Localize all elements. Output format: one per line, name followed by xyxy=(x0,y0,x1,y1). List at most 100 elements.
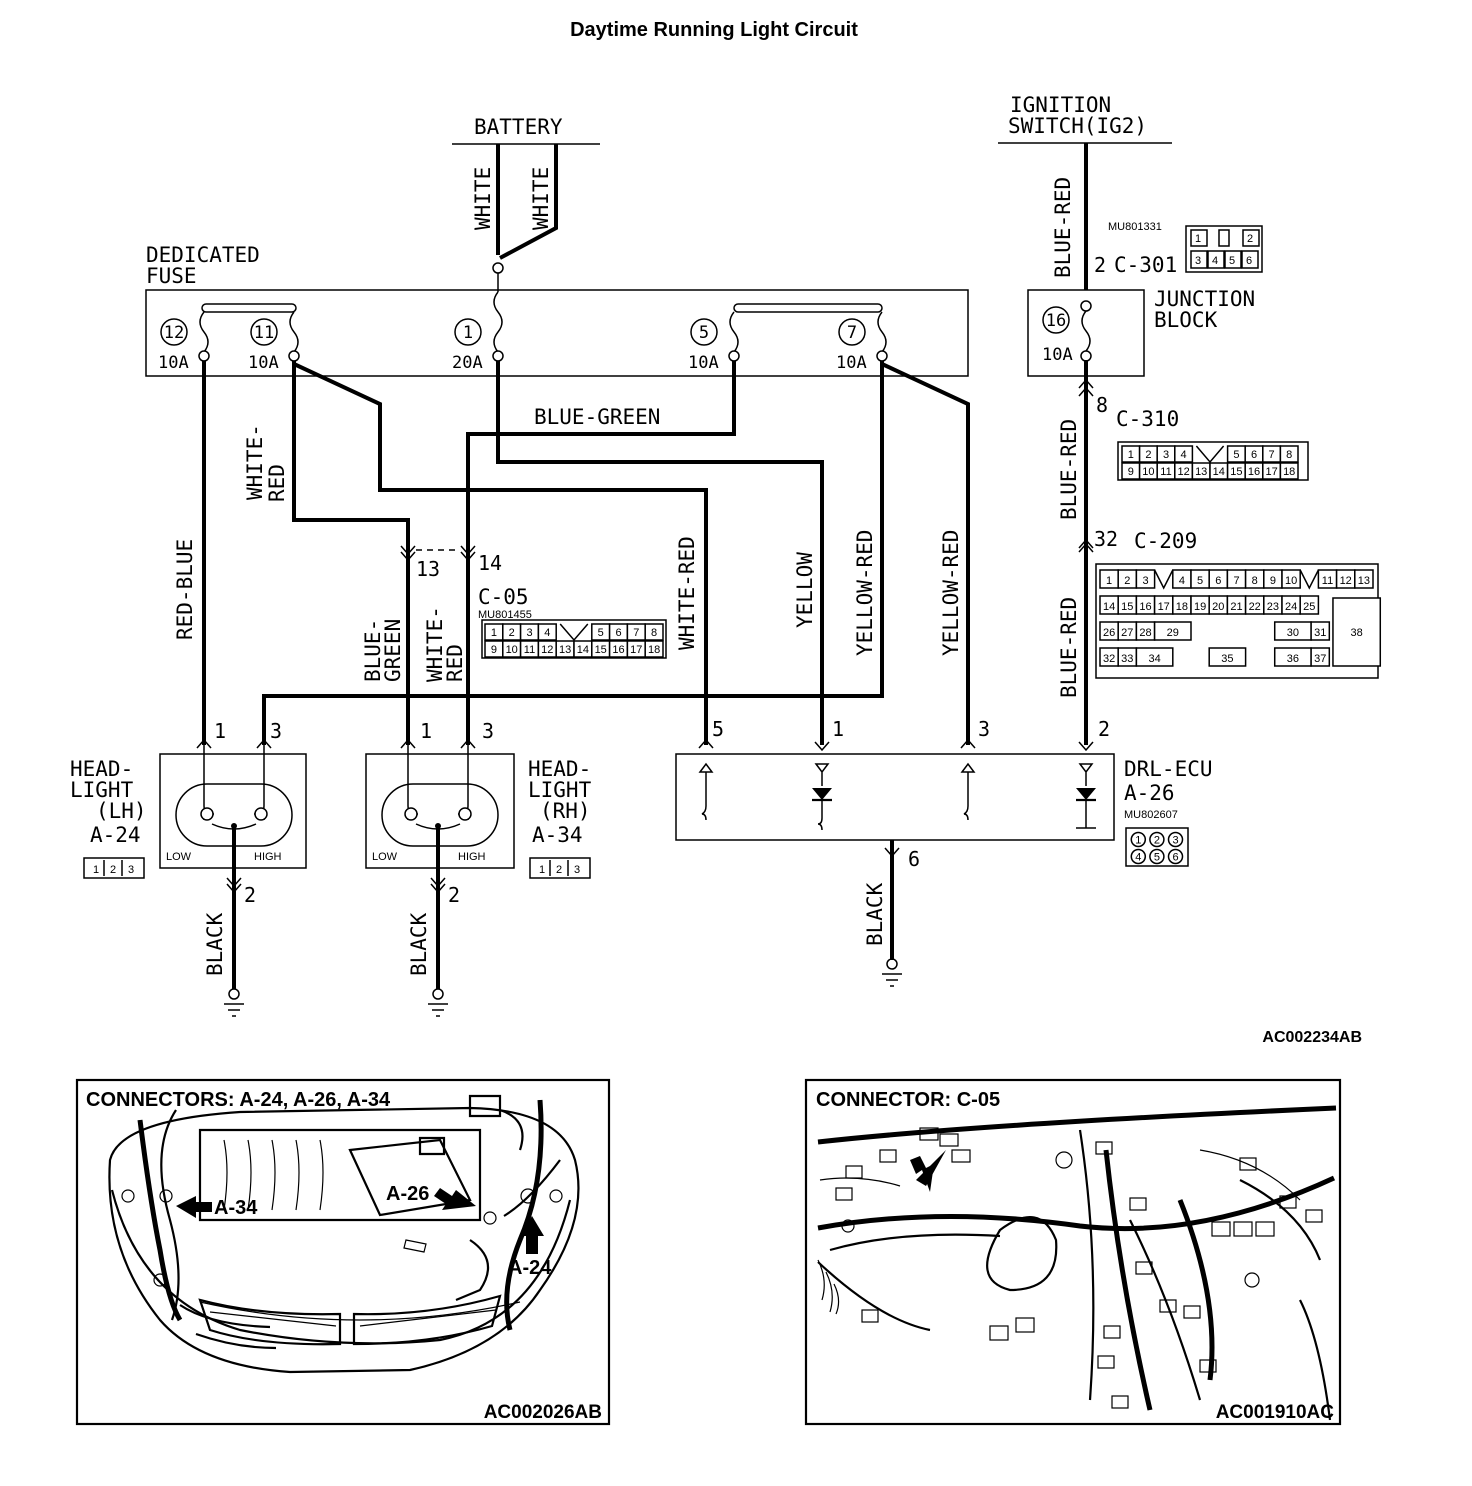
c301-part: MU801331 xyxy=(1108,221,1162,233)
battery-source: BATTERY WHITE WHITE xyxy=(452,115,600,230)
wire-label-red-2: RED xyxy=(443,644,467,682)
ecu-cell-frame xyxy=(1130,831,1147,848)
ecu-wire-black: BLACK xyxy=(863,882,887,946)
lh-low: LOW xyxy=(166,851,192,863)
fuse-12-num: 12 xyxy=(164,323,184,343)
ecu-pin-3: 3 xyxy=(978,717,990,741)
c209-cell-label: 10 xyxy=(1285,575,1297,587)
wire-label-blue-red-3: BLUE-RED xyxy=(1057,597,1081,698)
rh-pin-3: 3 xyxy=(482,719,494,743)
c301-cell-6: 6 xyxy=(1246,255,1252,267)
c310-cell-label: 12 xyxy=(1177,466,1189,478)
c310-cell-label: 11 xyxy=(1160,466,1171,478)
c209-cell-label: 3 xyxy=(1142,575,1148,587)
wire-label-white-dash-2: WHITE- xyxy=(423,606,447,682)
c209-cell-label: 2 xyxy=(1124,575,1130,587)
c209-cell-label: 23 xyxy=(1267,601,1279,613)
lh-pin-2: 2 xyxy=(244,883,256,907)
c209-cell-label: 7 xyxy=(1233,575,1239,587)
c310-cell-frame xyxy=(1174,445,1194,463)
c310-cell-label: 4 xyxy=(1181,449,1187,461)
fuse-1-rating: 20A xyxy=(452,353,483,373)
headlight-lh-line3: (LH) xyxy=(96,799,147,823)
headlight-lh-code: A-24 xyxy=(90,823,141,847)
c209-cell-frame xyxy=(1208,647,1247,667)
c209-cell-label: 21 xyxy=(1230,601,1242,613)
lh-cell-2: 2 xyxy=(110,864,116,876)
c301-cell-5: 5 xyxy=(1229,255,1235,267)
wire-label-white-2: WHITE xyxy=(529,167,553,230)
c209-cell-label: 9 xyxy=(1270,575,1276,587)
junction-block: 16 10A JUNCTION BLOCK xyxy=(1027,287,1255,377)
c310-key-mark xyxy=(1195,445,1225,464)
lh-high: HIGH xyxy=(254,851,282,863)
c05-part: MU801455 xyxy=(478,609,532,621)
ecu-pin-5: 5 xyxy=(712,717,724,741)
fuse-5-num: 5 xyxy=(699,323,709,343)
rh-pin-2: 2 xyxy=(448,883,460,907)
fuse-7-num: 7 xyxy=(847,323,857,343)
panel-right-code: AC001910AC xyxy=(1216,1402,1335,1423)
c209-cell-label: 29 xyxy=(1167,627,1179,639)
c209-cell-label: 30 xyxy=(1287,627,1299,639)
c209-cell-label: 37 xyxy=(1314,653,1326,665)
c310-cell-label: 17 xyxy=(1265,466,1277,478)
c209-cell-label: 8 xyxy=(1252,575,1258,587)
battery-label: BATTERY xyxy=(474,115,563,139)
junction-fuse-rating: 10A xyxy=(1042,345,1073,365)
c209-cell-label: 34 xyxy=(1148,653,1160,665)
panel-dash-harness: CONNECTOR: C-05 xyxy=(804,1078,1342,1426)
c209-cell-label: 26 xyxy=(1103,627,1115,639)
panel-left-title: CONNECTORS: A-24, A-26, A-34 xyxy=(86,1089,391,1111)
wire-label-white-red-1: WHITE-RED xyxy=(675,536,699,650)
c209-cell-label: 1 xyxy=(1106,575,1112,587)
wire-label-blue-dash: BLUE- xyxy=(361,619,385,682)
c209-pin: 32 xyxy=(1094,527,1118,551)
c310-cell-label: 9 xyxy=(1128,466,1134,478)
c209-cell-label: 16 xyxy=(1139,601,1151,613)
wire-label-blue-red-1: BLUE-RED xyxy=(1051,177,1075,278)
c05-cell-label: 1 xyxy=(491,627,497,639)
c301-cell-2: 2 xyxy=(1247,233,1253,245)
c310-cell-frame xyxy=(1279,462,1299,480)
c209-cell-frame xyxy=(1153,621,1192,641)
c05-cell-label: 11 xyxy=(524,644,535,656)
c05-cell-label: 3 xyxy=(526,627,532,639)
c209-cell-label: 11 xyxy=(1322,575,1333,587)
c209-cell-label: 15 xyxy=(1121,601,1133,613)
c05-cell-label: 18 xyxy=(648,644,660,656)
c05-cell-label: 12 xyxy=(541,644,553,656)
diagram-title: Daytime Running Light Circuit xyxy=(570,19,858,41)
c209-cell-label: 35 xyxy=(1221,653,1233,665)
c310-cell-label: 15 xyxy=(1230,466,1242,478)
c310-cell-label: 16 xyxy=(1248,466,1260,478)
c05-pin-14: 14 xyxy=(478,551,502,575)
ecu-cell-frame xyxy=(1130,848,1147,865)
ecu-cell-label: 4 xyxy=(1135,852,1141,864)
c05-cell-label: 16 xyxy=(612,644,624,656)
ignition-label-2: SWITCH(IG2) xyxy=(1008,114,1147,138)
c209-cell-38: 38 xyxy=(1350,627,1362,639)
c209-cell-label: 31 xyxy=(1314,627,1326,639)
c310-cell-label: 7 xyxy=(1269,449,1275,461)
wire-label-yellow-red-1: YELLOW-RED xyxy=(853,530,877,656)
c209-name: C-209 xyxy=(1134,529,1197,553)
c209-cell-frame xyxy=(1310,621,1331,641)
headlight-rh: LOW HIGH 1 3 2 HEAD- LIGHT (RH) A-34 1 2… xyxy=(365,719,592,907)
wire-label-white-dash: WHITE- xyxy=(243,424,267,500)
junction-fuse-num: 16 xyxy=(1046,311,1066,331)
ecu-pin-2: 2 xyxy=(1098,717,1110,741)
junction-label-2: BLOCK xyxy=(1154,308,1218,332)
c209-cell-label: 20 xyxy=(1212,601,1224,613)
c310-cell-label: 10 xyxy=(1142,466,1154,478)
c209-cell-label: 24 xyxy=(1285,601,1297,613)
fuse-12-rating: 10A xyxy=(158,353,189,373)
wire-label-yellow: YELLOW xyxy=(793,552,817,628)
c05-pin-13: 13 xyxy=(416,557,440,581)
panel-left-code: AC002026AB xyxy=(484,1402,602,1423)
ecu-pin-1: 1 xyxy=(832,717,844,741)
c209-key-mark xyxy=(1299,569,1320,590)
